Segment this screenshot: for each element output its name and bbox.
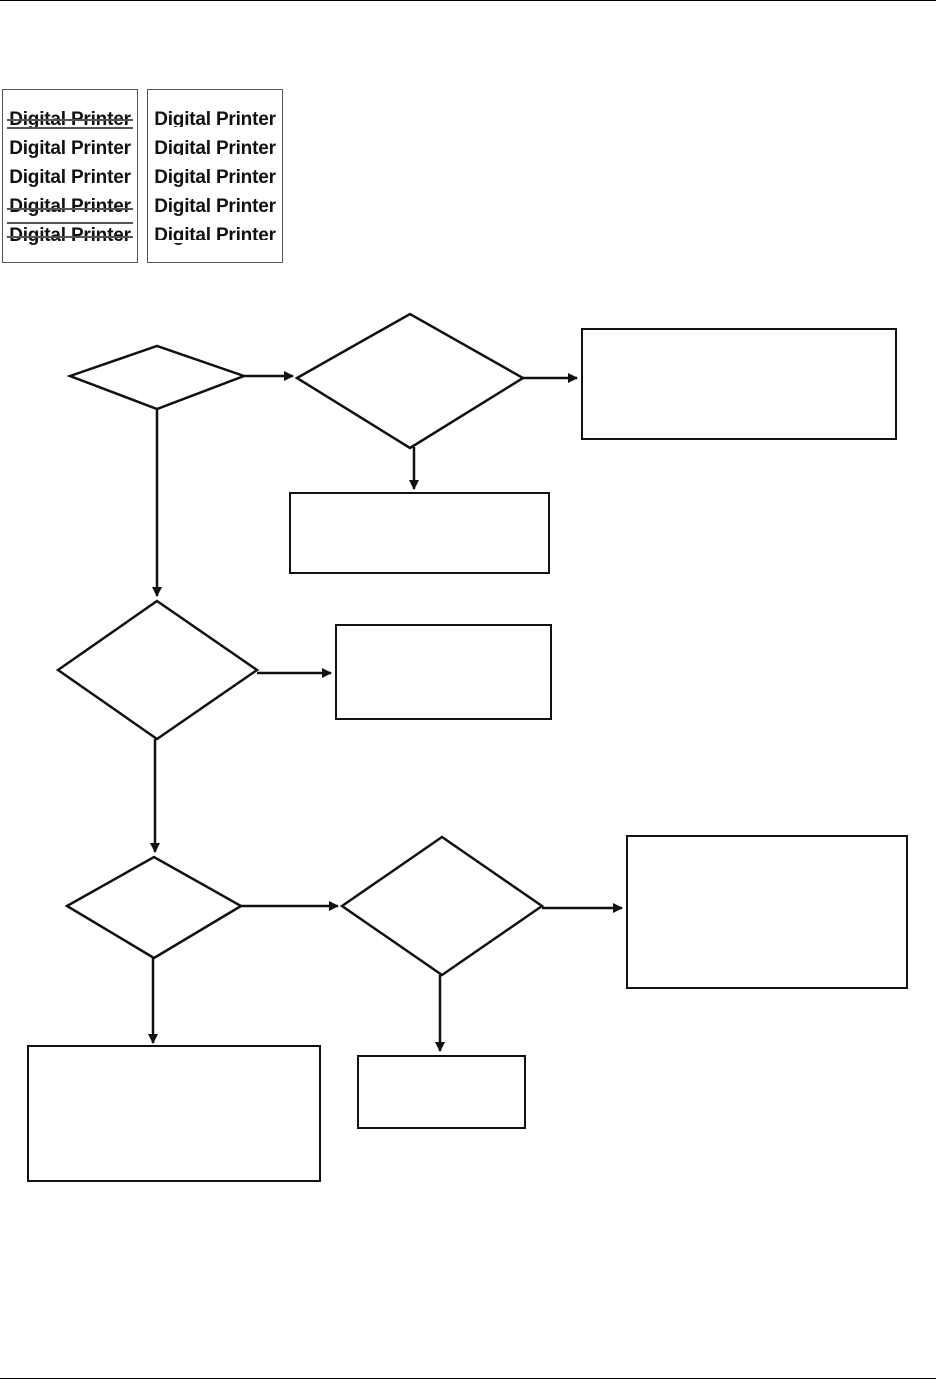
bottom-rule: [0, 1378, 936, 1379]
sample-text-line: Digital Printer: [9, 196, 131, 217]
sample-text-line: Digital Printer: [154, 196, 276, 217]
decision-diamond-3: [55, 599, 260, 741]
sample-text-line: Digital Printer: [9, 138, 131, 159]
process-box-4: [626, 835, 908, 989]
defect-line: [7, 119, 133, 121]
defect-line: [7, 208, 133, 210]
decision-diamond-2: [294, 312, 526, 450]
sample-text-line: Digital Printer: [154, 138, 276, 159]
defect-gap: [148, 240, 282, 243]
decision-diamond-1: [66, 344, 248, 411]
print-sample-clipped: Digital Printer Digital Printer Digital …: [147, 89, 283, 263]
defect-gap: [148, 127, 282, 130]
process-box-3: [335, 624, 552, 720]
defect-line: [7, 236, 133, 238]
process-box-1: [581, 328, 897, 440]
process-box-2: [289, 492, 550, 574]
sample-text-line: Digital Printer: [9, 225, 131, 246]
sample-text-line: Digital Printer: [154, 167, 276, 188]
defect-line: [7, 127, 133, 129]
defect-line: [7, 222, 133, 224]
sample-text-line: Digital Printer: [154, 109, 276, 130]
process-box-6: [357, 1055, 526, 1129]
decision-diamond-4: [64, 855, 244, 960]
top-rule: [0, 0, 936, 1]
decision-diamond-5: [339, 835, 545, 977]
defect-gap: [148, 155, 282, 158]
process-box-5: [27, 1045, 321, 1182]
print-sample-lines: Digital Printer Digital Printer Digital …: [2, 89, 138, 263]
sample-text-line: Digital Printer: [9, 167, 131, 188]
